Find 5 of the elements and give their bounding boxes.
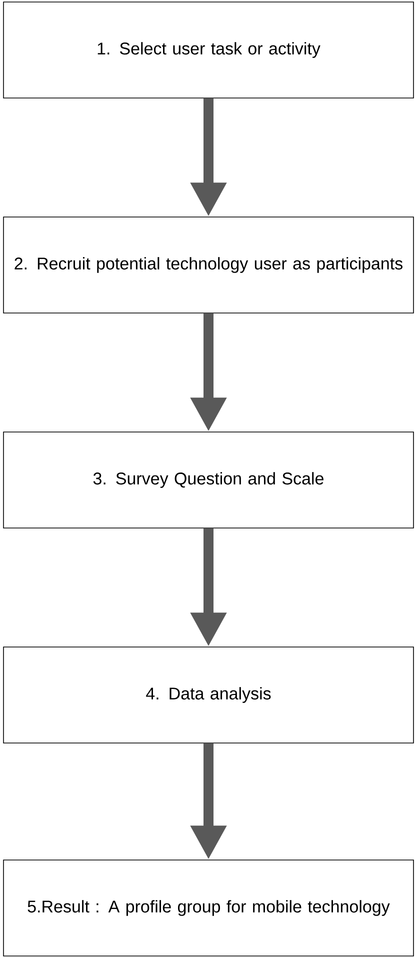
process-box: 4. Data analysis [3, 646, 414, 744]
process-box: 3. Survey Question and Scale [3, 432, 414, 528]
process-box: 1. Select user task or activity [3, 2, 414, 98]
process-box: 2. Recruit potential technology user as participants [3, 216, 414, 314]
process-box: 5.Result : A profile group for mobile technology [3, 860, 414, 956]
